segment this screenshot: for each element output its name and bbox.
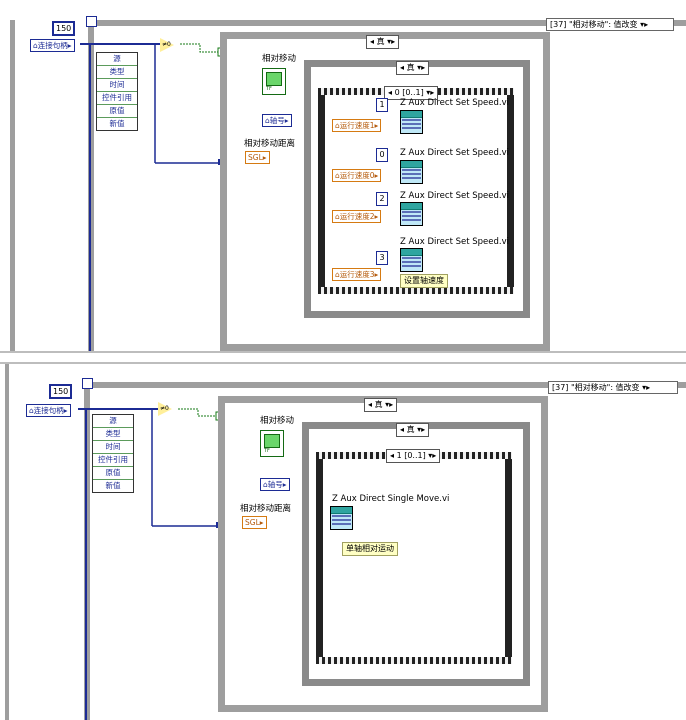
event-data-node[interactable]: 源 类型 时间 控件引用 原值 新值 — [96, 52, 138, 131]
connection-handle-control[interactable]: ⌂连接句柄▸ — [26, 404, 71, 417]
axis-control[interactable]: ⌂轴号▸ — [262, 114, 292, 127]
outer-case-label: 真 — [376, 37, 385, 46]
inner-case-selector[interactable]: ◂ 真 ▾▸ — [396, 61, 430, 75]
sequence-selector[interactable]: ◂ 1 [0..1] ▾▸ — [386, 449, 441, 463]
event-data-item: 控件引用 — [93, 454, 133, 467]
event-data-item: 原值 — [97, 105, 137, 118]
sequence-label: 1 [0..1] — [396, 451, 426, 460]
axis-control[interactable]: ⌂轴号▸ — [260, 478, 290, 491]
subvi-icon[interactable] — [400, 248, 423, 272]
event-data-item: 控件引用 — [97, 92, 137, 105]
connection-handle-label: 连接句柄 — [37, 41, 68, 50]
panel-separator — [0, 351, 686, 364]
home-icon: ⌂ — [335, 171, 340, 180]
event-data-item: 原值 — [93, 467, 133, 480]
speed-control[interactable]: ⌂运行速度1▸ — [332, 119, 382, 132]
event-data-item: 源 — [97, 53, 137, 66]
distance-control[interactable]: SGL▸ — [245, 151, 270, 164]
speed-label: 运行速度3 — [339, 270, 375, 279]
subvi-icon[interactable] — [400, 110, 423, 134]
loop-terminal-icon — [82, 378, 93, 389]
home-icon: ⌂ — [265, 116, 270, 125]
sequence-label: 0 [0..1] — [394, 88, 424, 97]
outer-case-label: 真 — [374, 400, 383, 409]
event-data-item: 新值 — [109, 119, 125, 128]
home-icon: ⌂ — [335, 212, 340, 221]
vi-name: Z Aux Direct Set Speed.vi — [400, 191, 510, 201]
speed-label: 运行速度2 — [339, 212, 375, 221]
sequence-selector[interactable]: ◂ 0 [0..1] ▾▸ — [384, 86, 439, 100]
distance-label: 相对移动距离 — [244, 139, 296, 149]
boolean-led-icon[interactable]: TF — [260, 430, 284, 457]
home-icon: ⌂ — [335, 270, 340, 279]
sequence-structure[interactable] — [316, 452, 512, 664]
speed-control[interactable]: ⌂运行速度3▸ — [332, 268, 382, 281]
event-data-item: 类型 — [97, 66, 137, 79]
home-icon: ⌂ — [263, 480, 268, 489]
event-header-text: [37] "相对移动": 值改变 — [552, 383, 640, 392]
vi-name: Z Aux Direct Set Speed.vi — [400, 237, 510, 247]
distance-label: 相对移动距离 — [240, 504, 292, 514]
event-data-item: 类型 — [93, 428, 133, 441]
distance-control[interactable]: SGL▸ — [242, 516, 267, 529]
top-panel: 150 [37] "相对移动": 值改变 ▾▸ ⌂连接句柄▸ 源 类型 时间 控… — [0, 0, 686, 351]
home-icon: ⌂ — [33, 41, 38, 50]
loop-terminal-icon — [86, 16, 97, 27]
event-data-item: 时间 — [93, 441, 133, 454]
axis-label: 轴号 — [267, 480, 283, 489]
event-data-node[interactable]: 源 类型 时间 控件引用 原值 新值 — [92, 414, 134, 493]
chevron-down-icon: ▾▸ — [642, 383, 651, 392]
event-header[interactable]: [37] "相对移动": 值改变 ▾▸ — [546, 18, 674, 31]
speed-label: 运行速度1 — [339, 121, 375, 130]
axis-constant[interactable]: 3 — [376, 251, 388, 265]
event-data-item: 时间 — [97, 79, 137, 92]
axis-label: 轴号 — [269, 116, 285, 125]
comment-label: 单轴相对运动 — [342, 542, 398, 556]
vi-name: Z Aux Direct Set Speed.vi — [400, 148, 510, 158]
loop-count-constant[interactable]: 150 — [49, 384, 73, 399]
axis-constant[interactable]: 1 — [376, 98, 388, 112]
bool-label: 相对移动 — [260, 416, 295, 426]
distance-type: SGL — [245, 518, 260, 527]
inner-case-label: 真 — [406, 425, 415, 434]
home-icon: ⌂ — [335, 121, 340, 130]
event-header[interactable]: [37] "相对移动": 值改变 ▾▸ — [548, 381, 678, 394]
boolean-led-icon[interactable]: TF — [262, 68, 286, 95]
speed-label: 运行速度0 — [339, 171, 375, 180]
axis-constant[interactable]: 2 — [376, 192, 388, 206]
speed-control[interactable]: ⌂运行速度2▸ — [332, 210, 382, 223]
event-header-text: [37] "相对移动": 值改变 — [550, 20, 638, 29]
bottom-panel: 150 [37] "相对移动": 值改变 ▾▸ ⌂连接句柄▸ 源 类型 时间 控… — [0, 364, 686, 720]
chevron-down-icon: ▾▸ — [640, 20, 649, 29]
distance-type: SGL — [248, 153, 263, 162]
home-icon: ⌂ — [29, 406, 34, 415]
vi-name: Z Aux Direct Set Speed.vi — [400, 98, 510, 108]
axis-constant[interactable]: 0 — [376, 148, 388, 162]
connection-handle-control[interactable]: ⌂连接句柄▸ — [30, 39, 75, 52]
event-data-item: 源 — [93, 415, 133, 428]
subvi-icon[interactable] — [400, 202, 423, 226]
subvi-icon[interactable] — [330, 506, 353, 530]
inner-case-selector[interactable]: ◂ 真 ▾▸ — [396, 423, 430, 437]
outer-case-selector[interactable]: ◂ 真 ▾▸ — [364, 398, 398, 412]
bool-label: 相对移动 — [262, 54, 297, 64]
inner-case-label: 真 — [406, 63, 415, 72]
speed-control[interactable]: ⌂运行速度0▸ — [332, 169, 382, 182]
subvi-icon[interactable] — [400, 160, 423, 184]
loop-count-constant[interactable]: 150 — [52, 21, 76, 36]
vi-name: Z Aux Direct Single Move.vi — [332, 494, 450, 504]
connection-handle-label: 连接句柄 — [33, 406, 64, 415]
event-data-item: 新值 — [105, 481, 121, 490]
outer-case-selector[interactable]: ◂ 真 ▾▸ — [366, 35, 400, 49]
comment-label: 设置轴速度 — [400, 274, 448, 288]
